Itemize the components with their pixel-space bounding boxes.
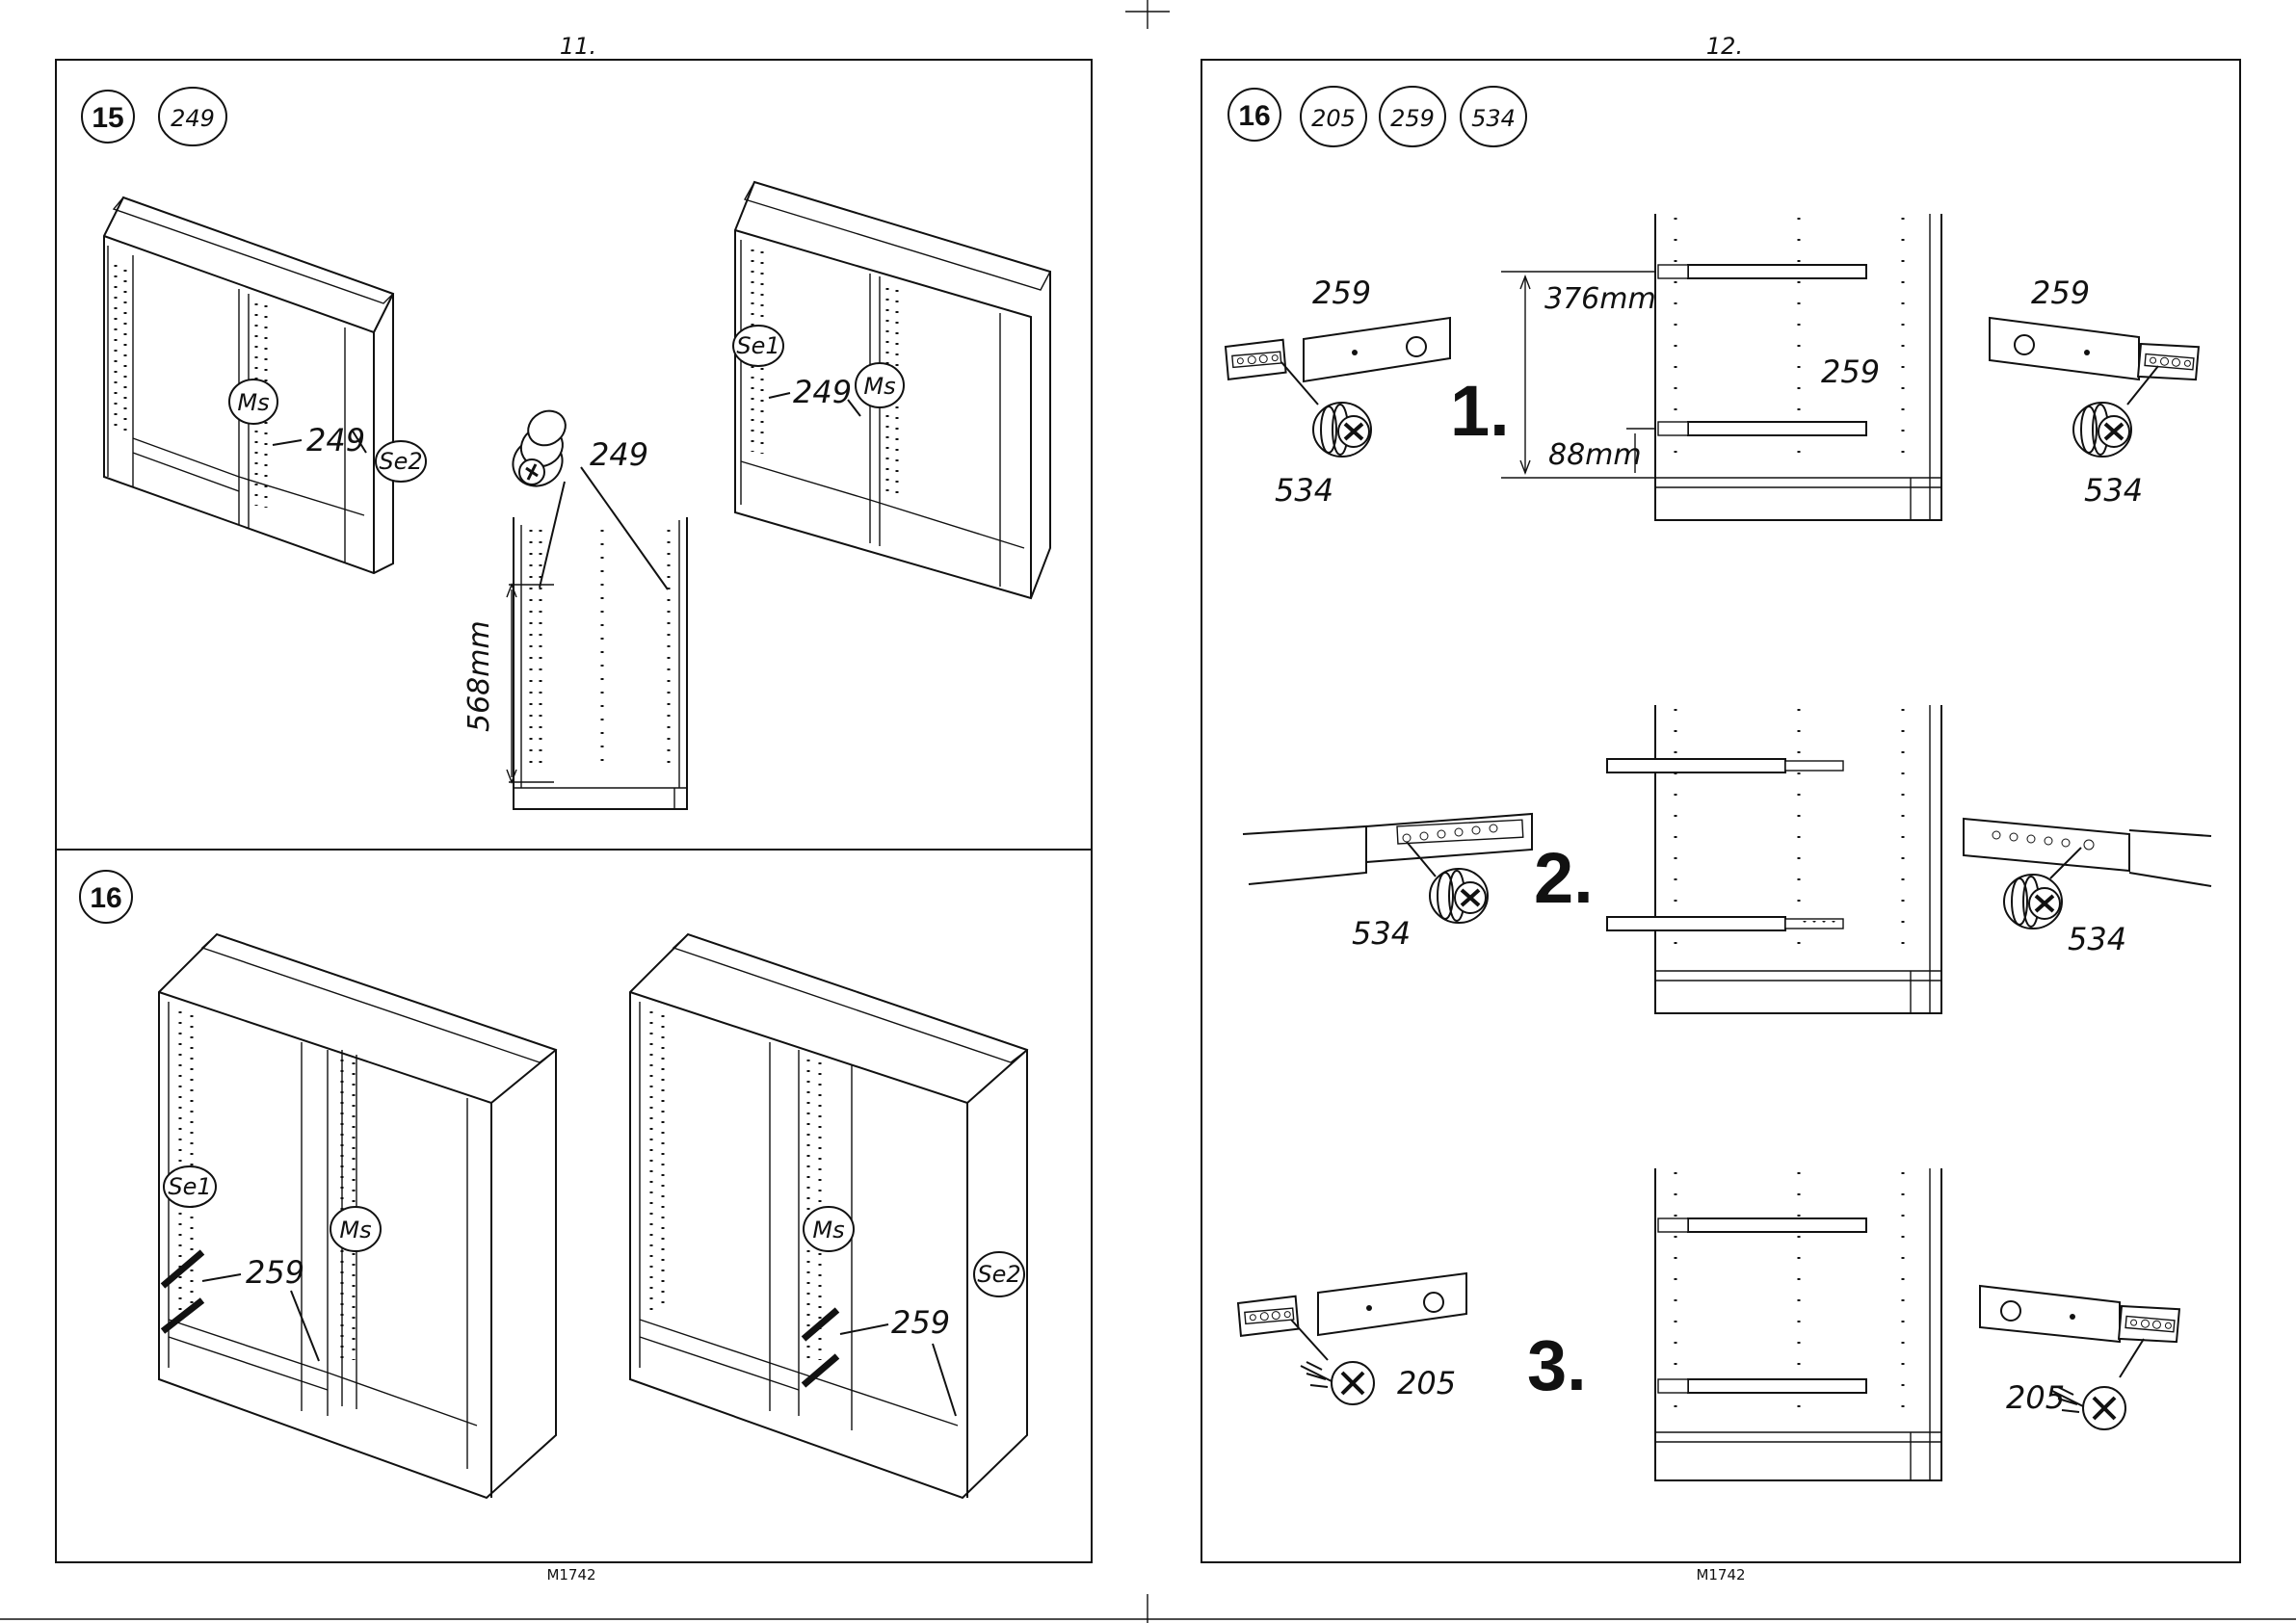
sub1-step-label: 1. — [1450, 371, 1510, 451]
step16-right-header: 16 205 259 534 — [1228, 87, 1526, 146]
step15-number: 15 — [92, 102, 123, 134]
sub1-right-rail — [1990, 318, 2199, 457]
ms-label-c: Ms — [339, 1217, 371, 1243]
step15-header: 15 249 — [82, 88, 226, 145]
part-205-ref: 205 — [1311, 105, 1356, 132]
right-page-number: 12. — [1706, 33, 1743, 60]
sub2-right-rail — [1964, 819, 2211, 929]
sub2-screw-label-left: 534 — [1352, 915, 1411, 952]
sub1-screw-label-right: 534 — [2084, 472, 2143, 509]
sub1-rail-label-left: 259 — [1312, 275, 1371, 311]
left-footer-code: M1742 — [546, 1566, 595, 1584]
left-page-number: 11. — [560, 33, 596, 60]
sub1-rail-label-right: 259 — [2031, 275, 2090, 311]
part-249-label-dowel: 249 — [590, 436, 648, 473]
sub3-screw-label-right: 205 — [2006, 1379, 2065, 1416]
se1-label-a: Se1 — [736, 332, 779, 359]
part-249-label-b: 249 — [793, 374, 852, 410]
step15-side-panel-detail — [507, 467, 687, 809]
se1-label-b: Se1 — [168, 1173, 211, 1200]
sub2-left-rail — [1243, 814, 1532, 923]
sub3-screw-label-left: 205 — [1397, 1365, 1456, 1401]
cam-dowel-249 — [504, 405, 571, 495]
dimension-568: 568mm — [462, 620, 496, 732]
part-249-label-a: 249 — [306, 422, 365, 458]
sub3-step-label: 3. — [1527, 1325, 1587, 1405]
step16-left-number: 16 — [90, 882, 121, 914]
ms-label-b: Ms — [863, 373, 895, 400]
right-footer-code: M1742 — [1696, 1566, 1745, 1584]
step15-part: 249 — [171, 105, 215, 132]
sub2-step-label: 2. — [1534, 838, 1594, 918]
part-259-label-a: 259 — [246, 1254, 304, 1291]
sub1-dim-88: 88mm — [1548, 438, 1642, 472]
sub2-screw-label-right: 534 — [2068, 921, 2126, 957]
sub3-side-panel — [1655, 1168, 1941, 1480]
step16-right-number: 16 — [1238, 100, 1270, 132]
sub2-side-panel — [1607, 705, 1941, 1013]
sub1-rail-label-panel: 259 — [1821, 353, 1880, 390]
ms-label-a: Ms — [237, 389, 269, 416]
step16-left-header: 16 — [80, 871, 132, 923]
part-534-ref: 534 — [1471, 105, 1516, 132]
se2-label-b: Se2 — [977, 1261, 1020, 1288]
se2-label-a: Se2 — [379, 448, 422, 475]
sub1-screw-label-left: 534 — [1275, 472, 1333, 509]
ms-label-d: Ms — [812, 1217, 844, 1243]
sub1-dim-376: 376mm — [1544, 282, 1656, 316]
sub1-left-rail — [1226, 318, 1450, 457]
part-259-ref: 259 — [1390, 105, 1435, 132]
part-259-label-b: 259 — [891, 1304, 950, 1341]
